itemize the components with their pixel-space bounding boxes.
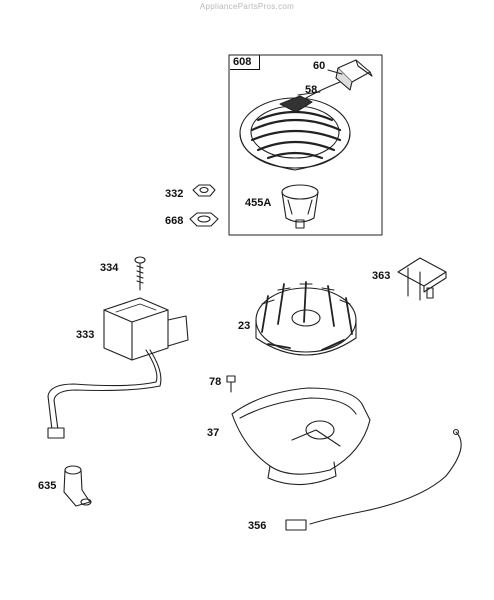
group-label-608: 608 (230, 55, 260, 70)
part-label-60: 60 (313, 60, 326, 72)
part-label-78: 78 (209, 376, 222, 388)
part-label-333: 333 (76, 329, 95, 341)
group-box-608 (228, 54, 383, 236)
part-333-shape (47, 297, 189, 439)
part-label-334: 334 (100, 262, 119, 274)
part-label-58: 58 (305, 84, 318, 96)
part-label-356: 356 (248, 520, 267, 532)
part-635-shape (63, 465, 92, 507)
part-363-shape (397, 257, 447, 301)
part-37-shape (231, 387, 371, 486)
watermark: AppliancePartsPros.com (199, 2, 295, 11)
part-334-shape (134, 256, 146, 291)
part-668-shape (189, 212, 219, 227)
part-label-363: 363 (372, 270, 391, 282)
part-label-23: 23 (238, 320, 251, 332)
part-label-332: 332 (165, 188, 184, 200)
part-332-shape (192, 184, 216, 197)
part-label-668: 668 (165, 215, 184, 227)
part-23-shape (255, 281, 357, 356)
part-78-shape (226, 375, 236, 393)
part-label-455a: 455A (245, 197, 272, 209)
part-label-37: 37 (207, 427, 220, 439)
part-60-shape (305, 59, 373, 99)
part-58-shape (239, 91, 351, 171)
part-label-635: 635 (38, 480, 57, 492)
part-356-shape (285, 428, 462, 531)
part-455a-shape (281, 184, 319, 229)
